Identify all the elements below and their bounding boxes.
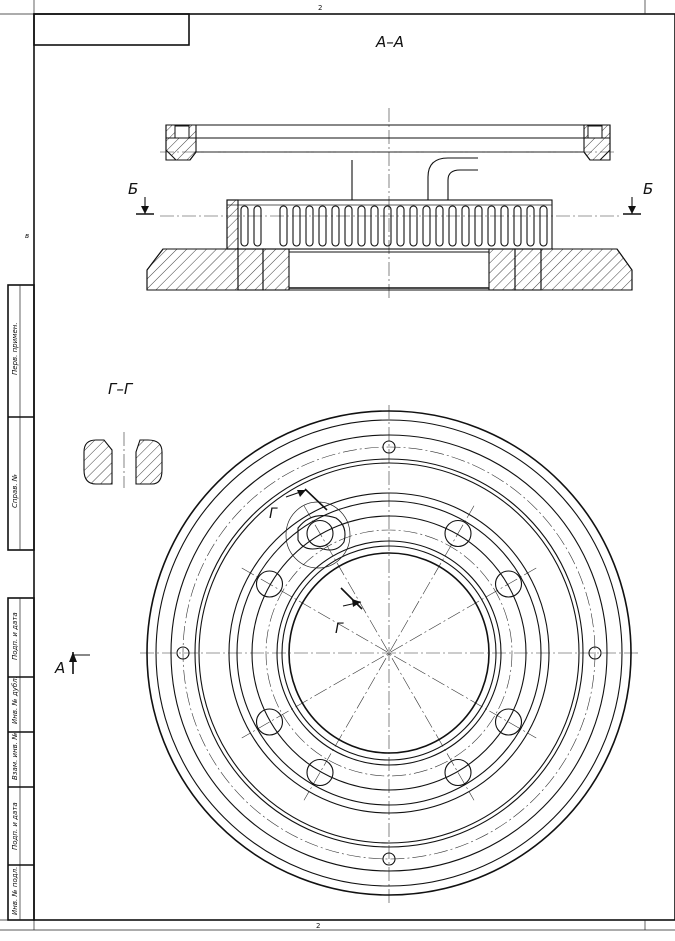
mounting-hole <box>176 646 190 660</box>
mounting-hole <box>588 646 602 660</box>
ring-pocket <box>306 519 334 548</box>
cut-label-g-outer: Г <box>269 506 278 522</box>
ring-pocket <box>494 570 523 598</box>
stamp-sprav-no: Справ. № <box>11 474 19 508</box>
cage-slot <box>448 205 457 247</box>
cage-slot <box>526 205 535 247</box>
cage-slot <box>487 205 496 247</box>
cut-mark-a <box>69 652 90 674</box>
ring-pocket <box>444 519 472 548</box>
ring-pocket <box>444 758 472 787</box>
cage-slot <box>500 205 509 247</box>
cage-slot <box>240 205 249 247</box>
cage-slot <box>331 205 340 247</box>
cage-slot <box>253 205 262 247</box>
cut-mark-b-right <box>623 197 641 215</box>
side-stamp <box>7 284 35 921</box>
cage-slot <box>396 205 405 247</box>
ring-pocket <box>306 758 334 787</box>
stamp-inv-podl: Инв. № подл. <box>11 867 19 915</box>
stamp-podp-data-2: Подп. и дата <box>11 802 19 850</box>
cage-slot <box>513 205 522 247</box>
mounting-hole <box>382 852 396 866</box>
cage-slot <box>539 205 548 247</box>
cage-slot <box>305 205 314 247</box>
plan-view <box>140 405 640 905</box>
cut-mark-g <box>285 488 363 610</box>
ring-pocket <box>255 708 284 736</box>
cut-mark-b-left <box>136 197 154 215</box>
cage-slot <box>409 205 418 247</box>
top-sheet-number: 2 <box>318 4 322 12</box>
cage-slot <box>370 205 379 247</box>
ring-pocket <box>255 570 284 598</box>
section-aa-label: А–А <box>375 33 404 51</box>
section-gg-label: Г–Г <box>108 380 134 398</box>
cut-label-b-left: Б <box>128 180 138 198</box>
stamp-podp-data-1: Подп. и дата <box>11 612 19 660</box>
cut-label-g-inner: Г <box>335 621 344 637</box>
cage-slot <box>318 205 327 247</box>
cage-slot <box>461 205 470 247</box>
cage-slot <box>344 205 353 247</box>
cage-slot <box>383 205 392 247</box>
cage-slot <box>435 205 444 247</box>
ring-pocket <box>494 708 523 736</box>
cage-slot <box>357 205 366 247</box>
stamp-inv-dubl: Инв. № дубл. <box>11 676 19 724</box>
cage-slot <box>474 205 483 247</box>
cage-slot <box>422 205 431 247</box>
cut-label-b-right: Б <box>643 180 653 198</box>
cage-slot <box>292 205 301 247</box>
top-left-stamp-box <box>33 13 190 46</box>
cage-slots <box>240 205 548 247</box>
left-margin-letter: в <box>25 232 29 240</box>
bottom-sheet-number: 2 <box>316 922 320 930</box>
cut-label-a: А <box>54 659 65 677</box>
section-gg-view <box>83 432 163 488</box>
stamp-perv-primen: Перв. примен. <box>11 322 19 375</box>
mounting-hole <box>382 440 396 454</box>
stamp-vzam-inv: Взам. инв. № <box>11 732 19 780</box>
cage-slot <box>279 205 288 247</box>
section-aa-view <box>146 108 633 300</box>
